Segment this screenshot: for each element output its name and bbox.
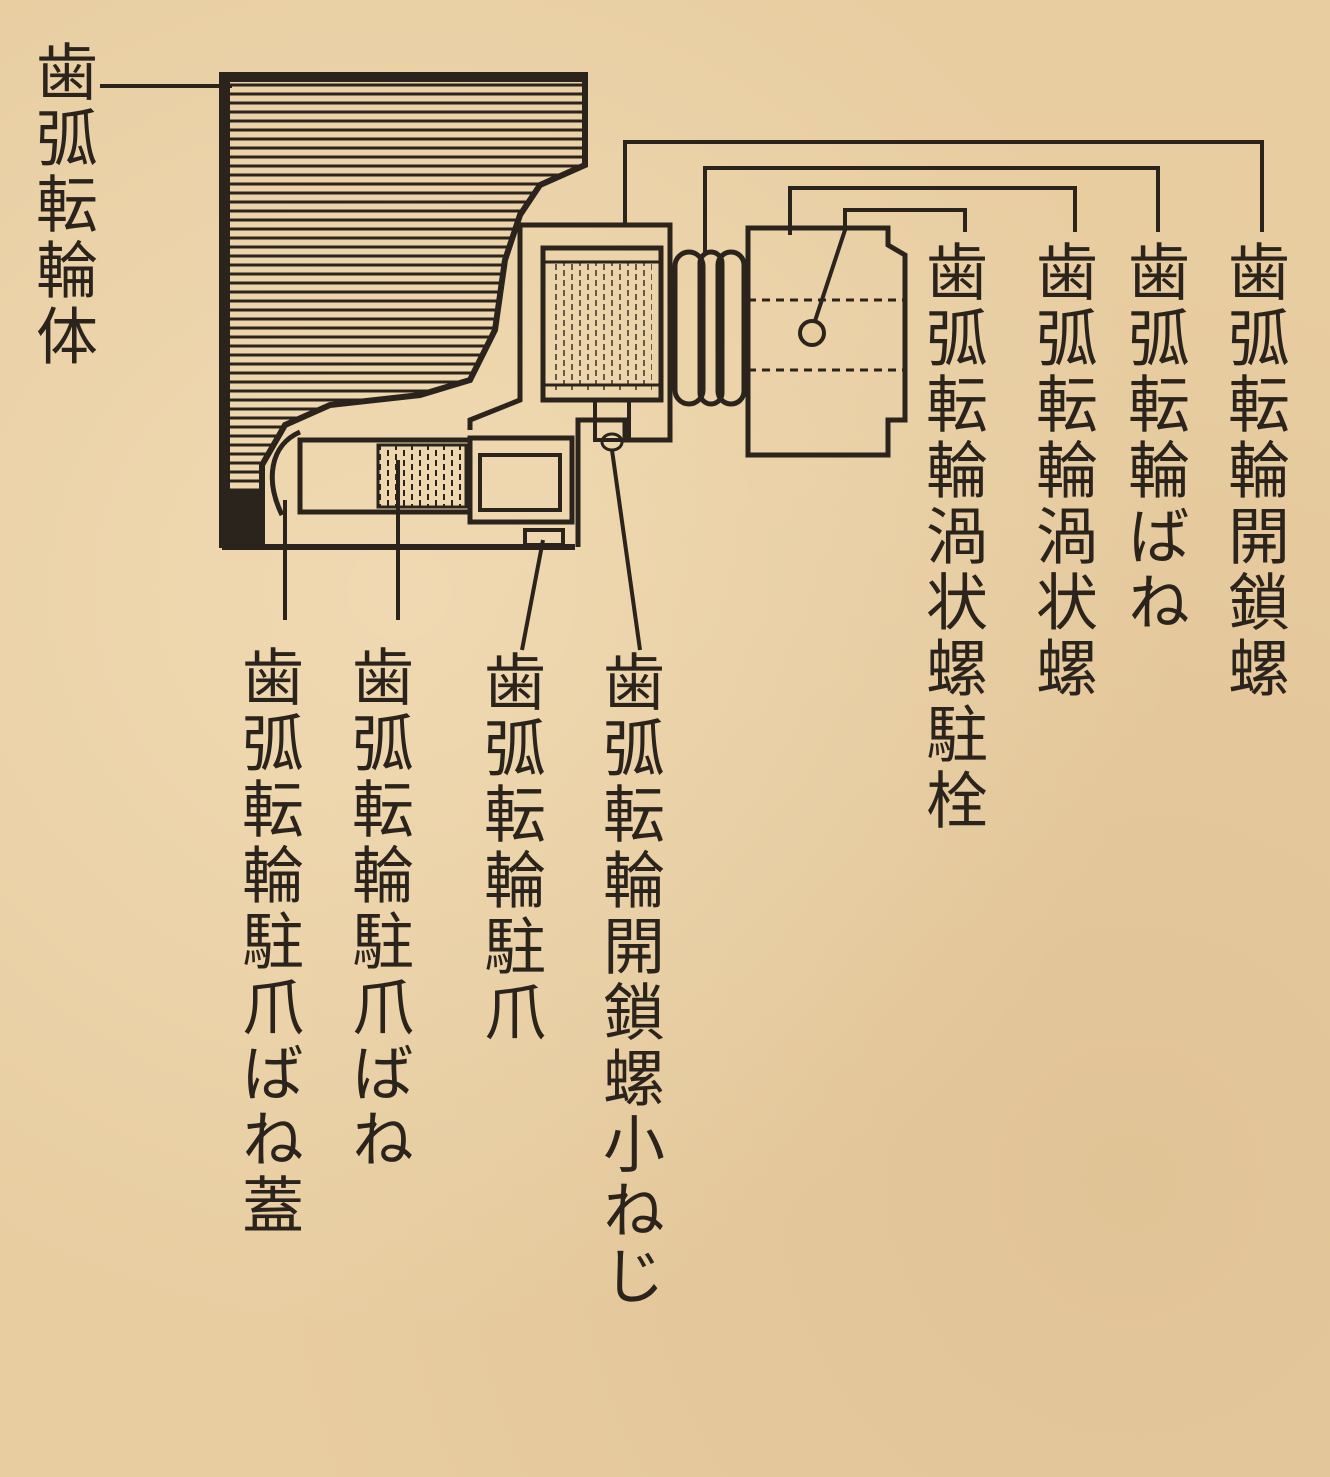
body-left-edge [220,75,230,547]
label-spiral-screw-stopper: 歯弧転輪渦状螺駐栓 [915,240,988,834]
pawl-spring [376,443,468,509]
spring-coil-3 [715,249,747,407]
inner-housing-step [467,225,523,430]
pawl-cover-curve [269,429,302,517]
leader-lock-screw [623,140,1264,232]
pawl-box [467,435,575,525]
lock-screw-housing [745,225,908,458]
label-pawl-spring-cover: 歯弧転輪駐爪ばね蓋 [231,645,304,1239]
label-spiral-screw: 歯弧転輪渦状螺 [1025,240,1098,702]
leader-spiral-screw-stopper [843,208,967,232]
leader-lock-screw-small-screw [610,449,642,651]
stopper-pin-head [798,319,826,347]
leader-lines [100,84,1264,651]
drum-base [593,398,631,442]
leader-spiral-screw [788,186,1077,235]
label-pawl: 歯弧転輪駐爪 [473,650,546,1046]
label-lock-screw: 歯弧転輪開鎖螺 [1217,240,1290,702]
body-bottom-dark [222,490,262,547]
leader-pawl [520,539,545,651]
drum-dashes [552,262,652,390]
label-spring: 歯弧転輪ばね [1117,240,1190,636]
label-pawl-spring: 歯弧転輪駐爪ばね [341,645,414,1173]
label-lock-screw-small-screw: 歯弧転輪開鎖螺小ねじ [592,650,665,1310]
body-top-edge [222,72,585,82]
pawl-box-inner [478,453,562,512]
spring-coil-2 [697,249,725,407]
spring-coil-1 [672,249,706,407]
stopper-pin [810,229,847,331]
leader-spring [703,166,1160,252]
label-body: 歯弧転輪体 [25,40,98,370]
